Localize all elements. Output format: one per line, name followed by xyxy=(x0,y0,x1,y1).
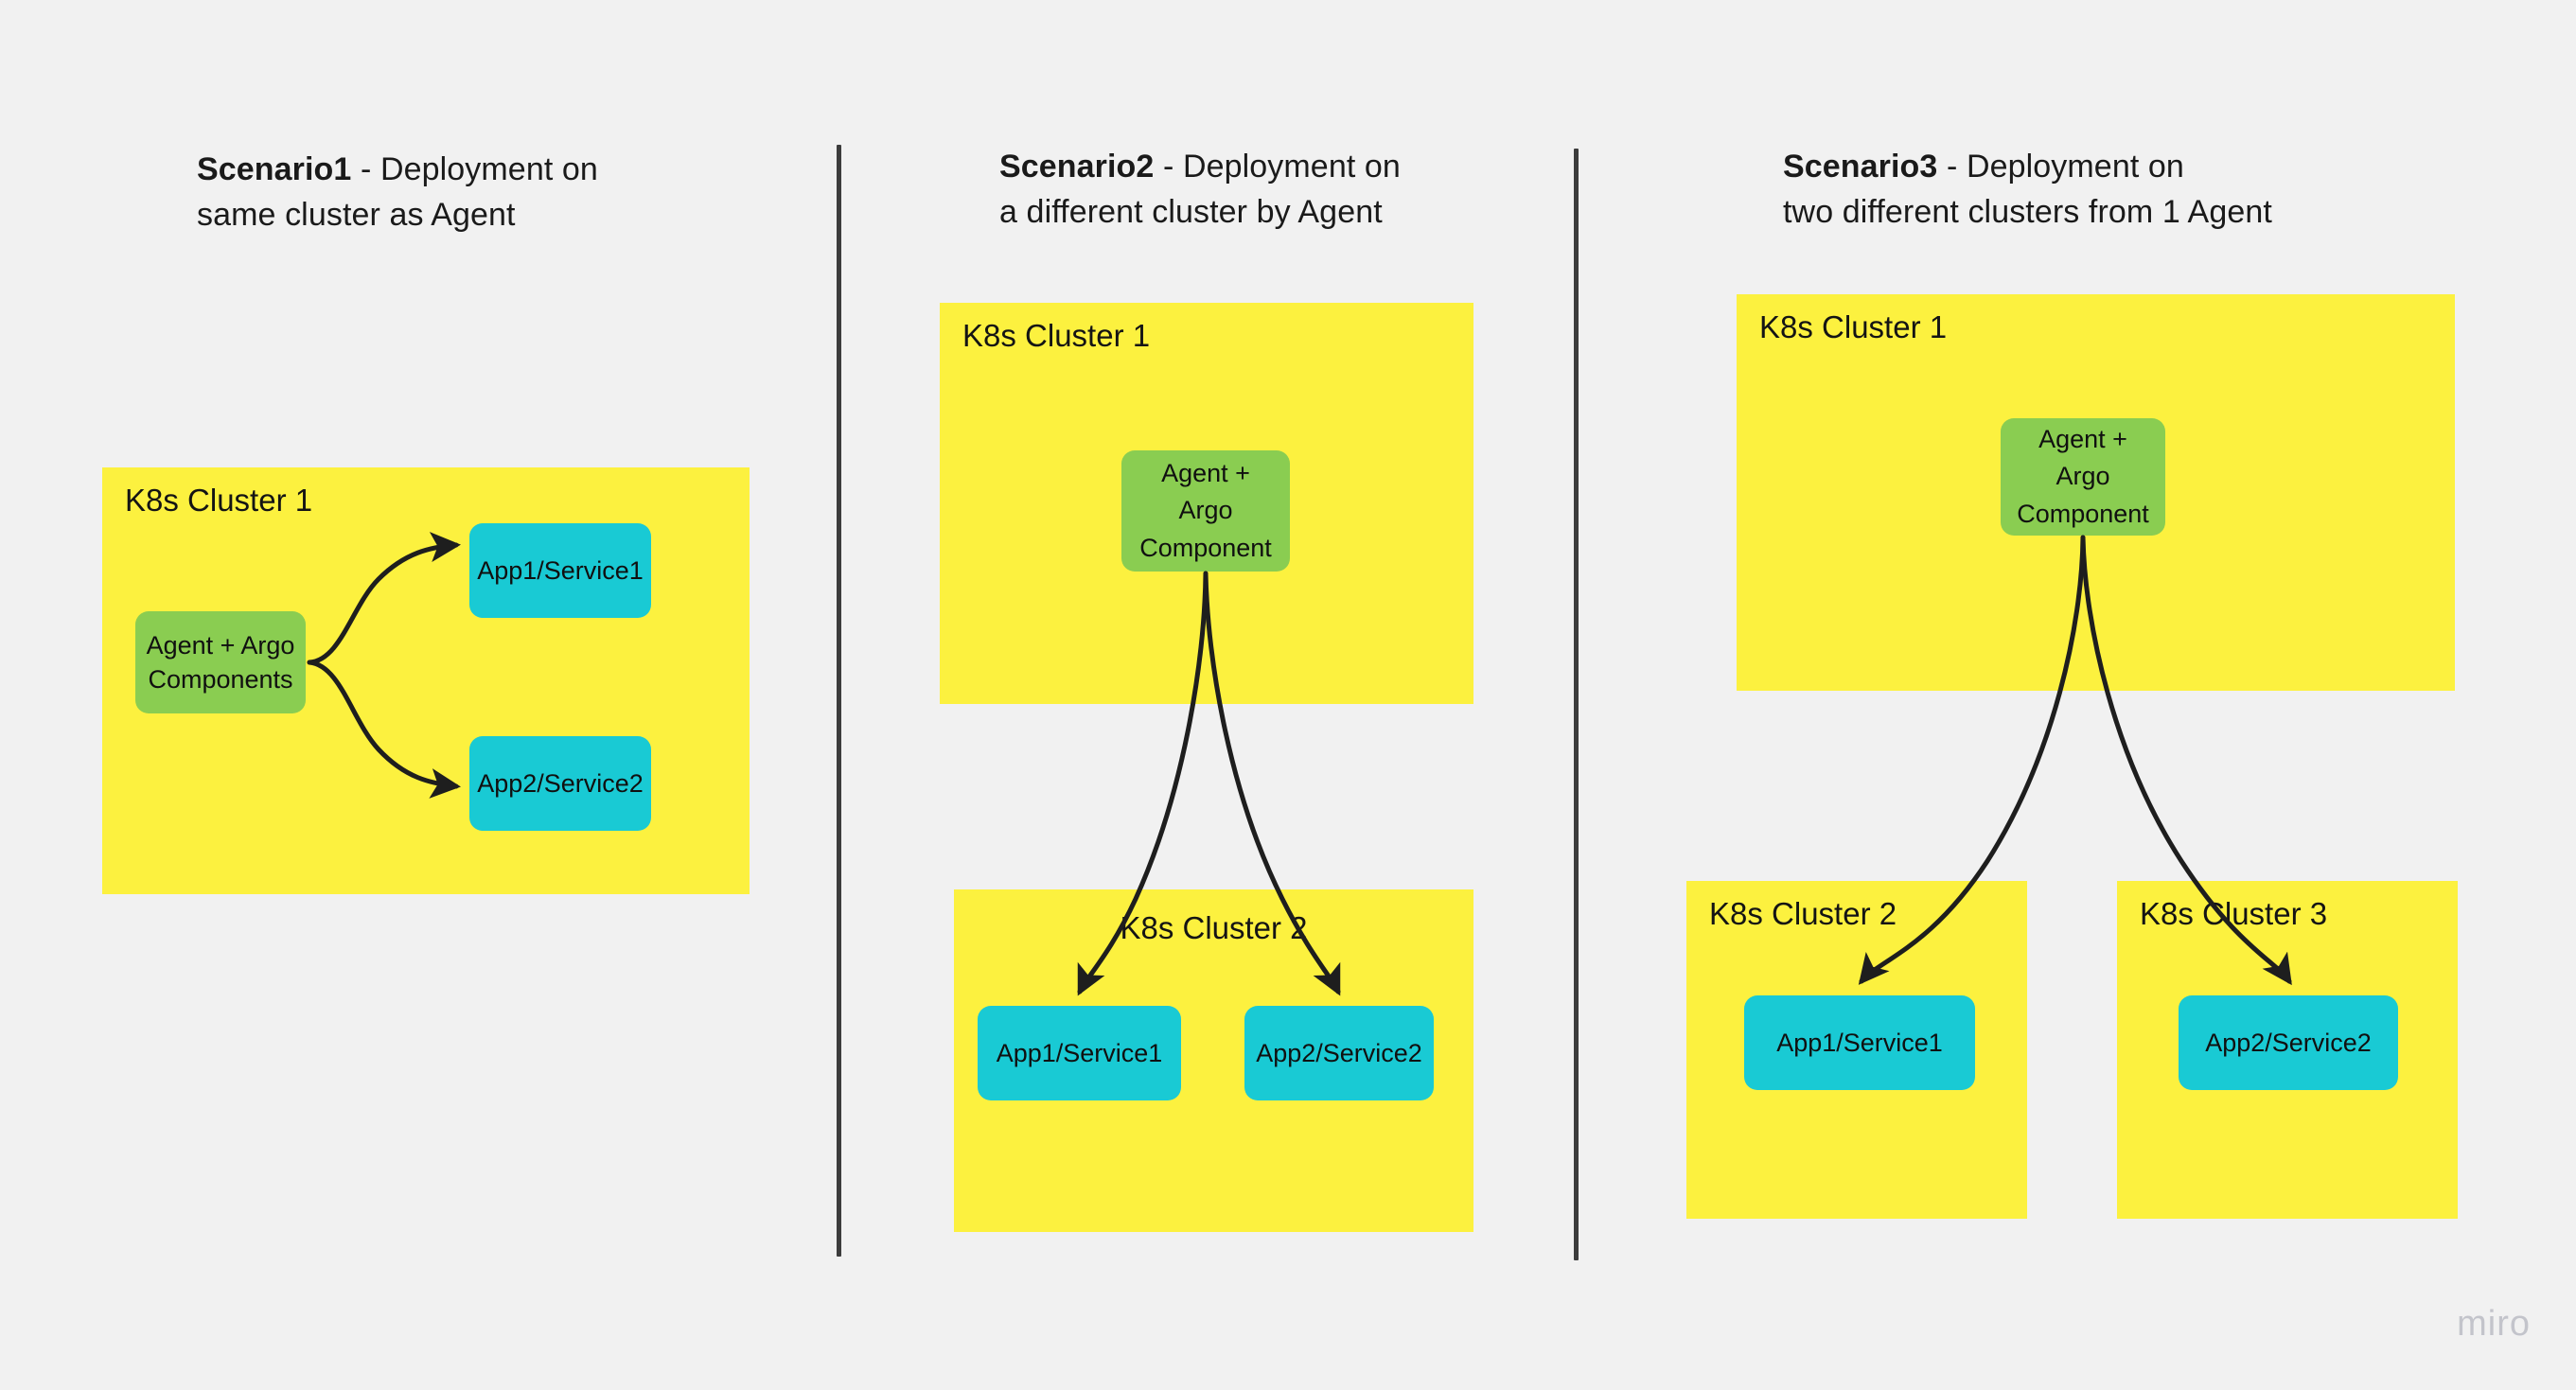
node-agent-s2[interactable]: Agent + Argo Component xyxy=(1121,450,1290,572)
node-app1-s3[interactable]: App1/Service1 xyxy=(1744,995,1975,1090)
scenario-divider-2 xyxy=(1574,149,1579,1260)
scenario-divider-1 xyxy=(837,145,841,1257)
node-agent-s1[interactable]: Agent + Argo Components xyxy=(135,611,306,713)
scenario2-title-strong: Scenario2 xyxy=(999,149,1155,185)
node-app2-s2[interactable]: App2/Service2 xyxy=(1244,1006,1434,1100)
node-app2-s1[interactable]: App2/Service2 xyxy=(469,736,651,831)
miro-watermark: miro xyxy=(2457,1304,2531,1344)
cluster-label-s2-c1: K8s Cluster 1 xyxy=(962,318,1151,353)
cluster-label-s3-c1: K8s Cluster 1 xyxy=(1759,309,1948,344)
scenario3-title: Scenario3 - Deployment on two different … xyxy=(1783,144,2389,236)
cluster-label-s3-c3: K8s Cluster 3 xyxy=(2140,896,2328,931)
cluster-label-s3-c2: K8s Cluster 2 xyxy=(1709,896,1897,931)
cluster-label-s2-c2: K8s Cluster 2 xyxy=(1120,910,1308,945)
scenario3-title-strong: Scenario3 xyxy=(1783,149,1938,185)
scenario2-title-rest: - Deployment on a different cluster by A… xyxy=(999,149,1401,231)
node-agent-s3[interactable]: Agent + Argo Component xyxy=(2001,418,2165,536)
node-app2-s3[interactable]: App2/Service2 xyxy=(2179,995,2398,1090)
node-app1-s1[interactable]: App1/Service1 xyxy=(469,523,651,618)
scenario1-title: Scenario1 - Deployment on same cluster a… xyxy=(197,147,689,238)
cluster-label-s1-c1: K8s Cluster 1 xyxy=(125,483,313,518)
scenario1-title-rest: - Deployment on same cluster as Agent xyxy=(197,151,598,234)
scenario2-title: Scenario2 - Deployment on a different cl… xyxy=(999,144,1491,236)
node-app1-s2[interactable]: App1/Service1 xyxy=(978,1006,1181,1100)
scenario1-title-strong: Scenario1 xyxy=(197,151,352,187)
scenario3-title-rest: - Deployment on two different clusters f… xyxy=(1783,149,2272,231)
